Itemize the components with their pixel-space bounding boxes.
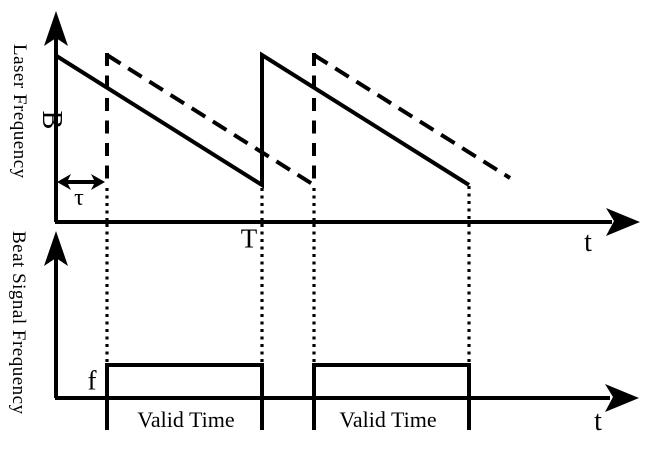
tau-arrowhead-right-icon	[91, 174, 105, 190]
beat-signal-chart	[44, 224, 639, 430]
time-axis-label-top: t	[584, 227, 592, 258]
time-axis-label-bottom: t	[594, 406, 602, 437]
valid-time-label-2: Valid Time	[339, 407, 437, 432]
chirp-period-label: T	[240, 223, 258, 254]
tau-arrowhead-left-icon	[57, 174, 71, 190]
laser-frequency-axis-label: Laser Frequency	[9, 44, 30, 179]
bandwidth-label: B	[36, 110, 67, 130]
valid-time-label-1: Valid Time	[137, 407, 235, 432]
beat-pulse-1	[105, 363, 264, 430]
beat-y-axis-arrowhead-icon	[44, 231, 68, 266]
beat-pulse-2	[312, 363, 471, 430]
transmitted-chirp-sawtooth	[53, 51, 471, 189]
beat-time-axis-arrowhead-icon	[605, 384, 639, 412]
laser-y-axis-arrowhead-icon	[44, 11, 68, 46]
beat-frequency-level-label: f	[87, 365, 97, 396]
laser-frequency-chart	[44, 11, 640, 236]
echo-chirp-ramp-2	[312, 53, 512, 180]
echo-chirp-ramp-1	[105, 53, 316, 187]
tau-delay-label: τ	[74, 185, 84, 211]
beat-signal-frequency-axis-label: Beat Signal Frequency	[8, 231, 29, 415]
laser-time-axis-arrowhead-icon	[606, 208, 640, 236]
